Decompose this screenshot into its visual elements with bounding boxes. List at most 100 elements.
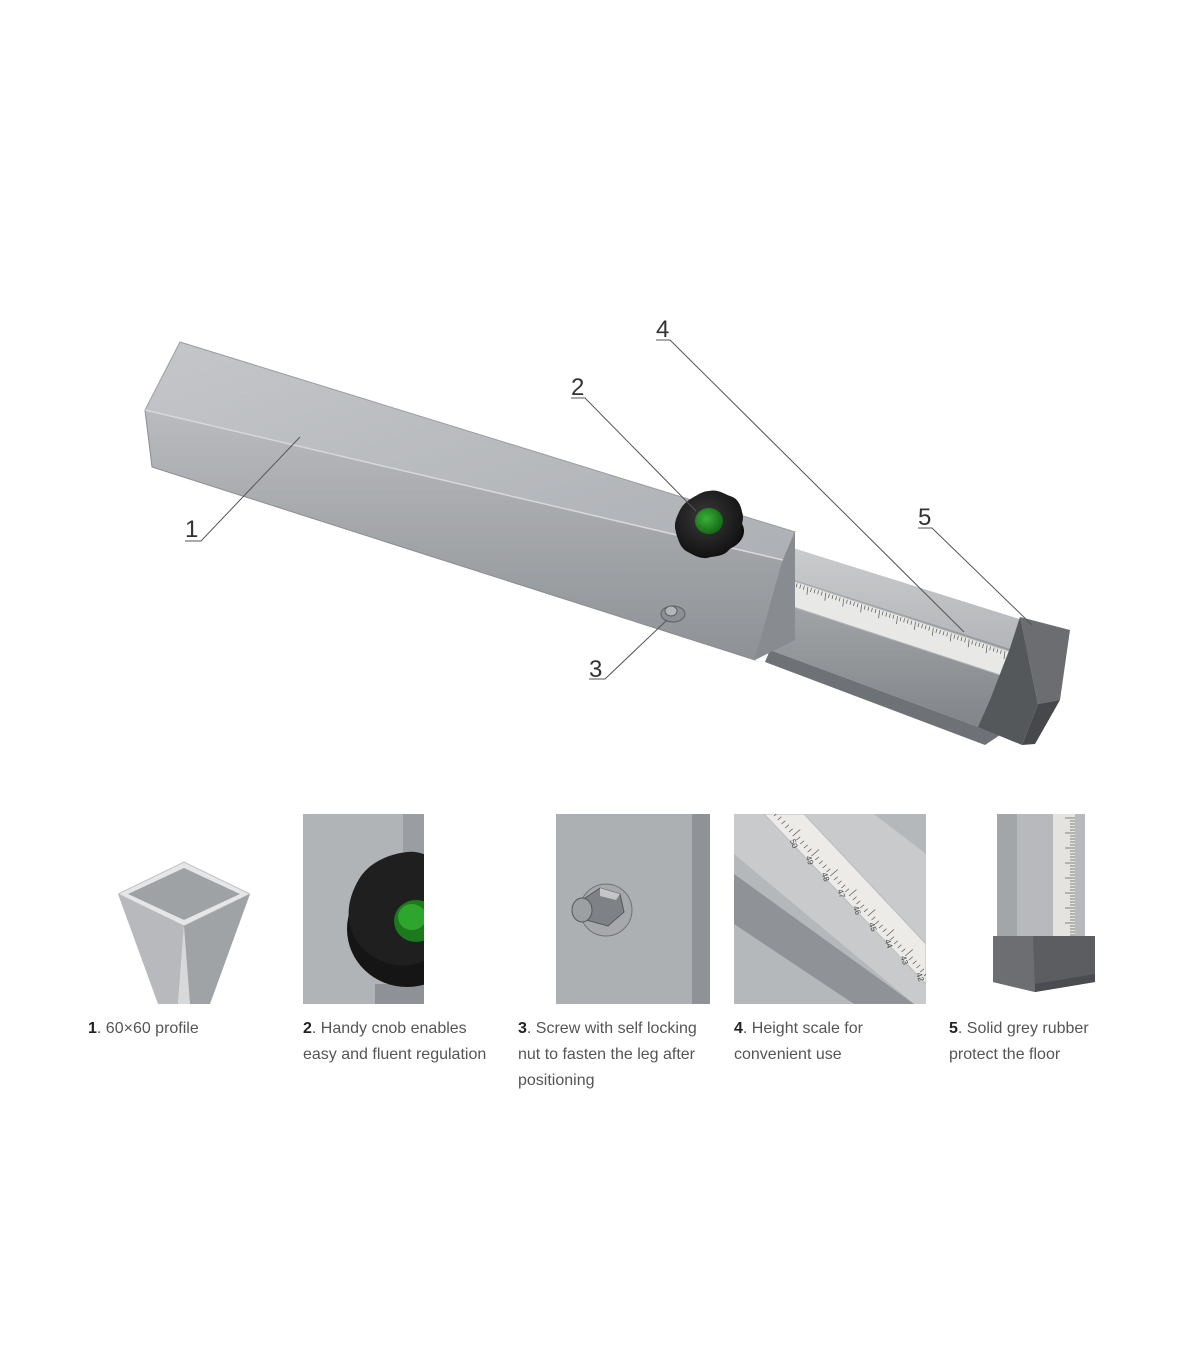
scale-tick bbox=[924, 625, 927, 630]
scale-tick bbox=[982, 643, 984, 649]
scale-tick bbox=[989, 646, 992, 651]
scale-tick bbox=[874, 608, 877, 614]
scale-tick bbox=[953, 634, 956, 639]
thumb-scale-tick bbox=[916, 964, 921, 969]
scale-tick bbox=[881, 611, 884, 616]
scale-tick bbox=[860, 604, 863, 613]
thumb-scale-tick bbox=[777, 816, 782, 821]
scale-label: 44 bbox=[883, 938, 895, 950]
callout-3: 3 bbox=[589, 656, 602, 683]
foot-scale-ticks bbox=[1065, 817, 1075, 939]
feature-caption-1: 1. 60×60 profile bbox=[88, 1016, 268, 1042]
feature-caption-3: 3. Screw with self locking nut to fasten… bbox=[518, 1016, 713, 1094]
feature-caption-2: 2. Handy cnob enables easy and fluent re… bbox=[303, 1016, 503, 1068]
callout-lines bbox=[185, 339, 1033, 680]
thumb-scale-tick bbox=[878, 924, 883, 929]
feature-number: 1 bbox=[88, 1020, 97, 1037]
scale-label: 43 bbox=[898, 955, 910, 967]
scale-label: 47 bbox=[835, 888, 847, 900]
thumb-scale-tick bbox=[773, 814, 777, 817]
scale-label: 48 bbox=[820, 871, 832, 883]
thumb-scale-tick bbox=[920, 968, 925, 973]
thumb-scale-tick bbox=[781, 820, 786, 825]
scale-tick bbox=[896, 615, 898, 625]
scale-tick bbox=[810, 587, 812, 593]
scale-tick bbox=[906, 619, 909, 624]
scale-tick bbox=[799, 584, 802, 589]
feature-text: . Solid grey rubber protect the floor bbox=[949, 1020, 1089, 1063]
screw bbox=[660, 605, 686, 623]
feature-text: . Height scale for convenient use bbox=[734, 1020, 863, 1063]
thumb-scale-tick bbox=[807, 848, 812, 853]
scale-tick bbox=[974, 641, 977, 646]
scale-tick bbox=[949, 633, 952, 642]
thumb-scale-tick bbox=[908, 956, 913, 961]
scale-tick bbox=[867, 606, 870, 611]
scale-tick bbox=[853, 601, 855, 607]
scale-tick bbox=[1000, 649, 1002, 654]
scale-tick bbox=[856, 603, 859, 608]
thumb-screw bbox=[556, 814, 710, 1004]
inner-tube bbox=[765, 547, 1045, 745]
scale-label: 45 bbox=[867, 921, 879, 933]
scale-tick bbox=[892, 614, 895, 619]
scale-tick bbox=[917, 622, 920, 628]
rubber-foot-icon bbox=[993, 814, 1095, 992]
feature-number: 3 bbox=[518, 1020, 527, 1037]
thumb-scale-tick bbox=[845, 888, 850, 893]
knob-icon bbox=[303, 814, 424, 1004]
scale-tick bbox=[899, 617, 902, 622]
feature-text: . Screw with self locking nut to fasten … bbox=[518, 1020, 697, 1089]
scale-tick bbox=[971, 640, 974, 645]
scale-tick bbox=[964, 638, 966, 643]
scale-tick bbox=[978, 642, 981, 647]
thumb-scale-tick bbox=[863, 908, 868, 913]
thumb-scale-tick bbox=[875, 920, 880, 925]
thumb-scale-tick bbox=[905, 949, 913, 957]
callout-5: 5 bbox=[918, 504, 931, 531]
thumb-scale-tick bbox=[815, 856, 820, 861]
square-profile-icon bbox=[118, 861, 250, 1004]
feature-number: 2 bbox=[303, 1020, 312, 1037]
callout-2: 2 bbox=[571, 374, 584, 401]
thumb-scale-tick bbox=[811, 849, 820, 857]
thumb-scale-tick bbox=[901, 948, 906, 953]
scale-tick bbox=[828, 593, 830, 598]
thumb-scale-tick bbox=[893, 940, 898, 945]
scale-tick bbox=[835, 596, 837, 601]
thumb-scale-tick bbox=[856, 900, 861, 905]
thumb-profile bbox=[118, 814, 250, 1004]
thumb-scale-tick bbox=[841, 884, 846, 889]
scale-tick bbox=[1003, 650, 1006, 660]
thumb-scale-tick bbox=[890, 936, 895, 941]
scale-tick bbox=[942, 631, 945, 636]
thumb-scale-tick bbox=[822, 864, 827, 869]
feature-number: 5 bbox=[949, 1020, 958, 1037]
feature-text: . 60×60 profile bbox=[96, 1020, 199, 1037]
scale-tick bbox=[910, 620, 913, 625]
thumb-scale-tick bbox=[871, 916, 876, 921]
scale-tick bbox=[946, 632, 949, 637]
scale-label: 46 bbox=[851, 905, 863, 917]
thumb-scale-tick bbox=[882, 928, 887, 933]
scale-label: 49 bbox=[804, 855, 816, 867]
thumb-scale-tick bbox=[837, 880, 842, 885]
thumb-scale-tick bbox=[785, 824, 790, 829]
scale-tick bbox=[903, 618, 906, 623]
scale-tick bbox=[992, 647, 995, 652]
scale-tick bbox=[935, 628, 938, 633]
scale-tick bbox=[985, 645, 988, 654]
scale-tick bbox=[817, 590, 820, 595]
feature-number: 4 bbox=[734, 1020, 743, 1037]
leg-illustration: 1 2 3 4 5 bbox=[144, 316, 1070, 745]
rubber-foot bbox=[978, 617, 1070, 745]
thumb-scale-tick bbox=[923, 973, 926, 977]
scale-tick bbox=[849, 600, 852, 605]
scale-label: 42 bbox=[914, 971, 926, 983]
thumb-foot bbox=[993, 814, 1095, 1004]
scale-tick bbox=[960, 636, 963, 642]
scale-tick bbox=[802, 585, 805, 590]
callout-4: 4 bbox=[656, 316, 669, 343]
